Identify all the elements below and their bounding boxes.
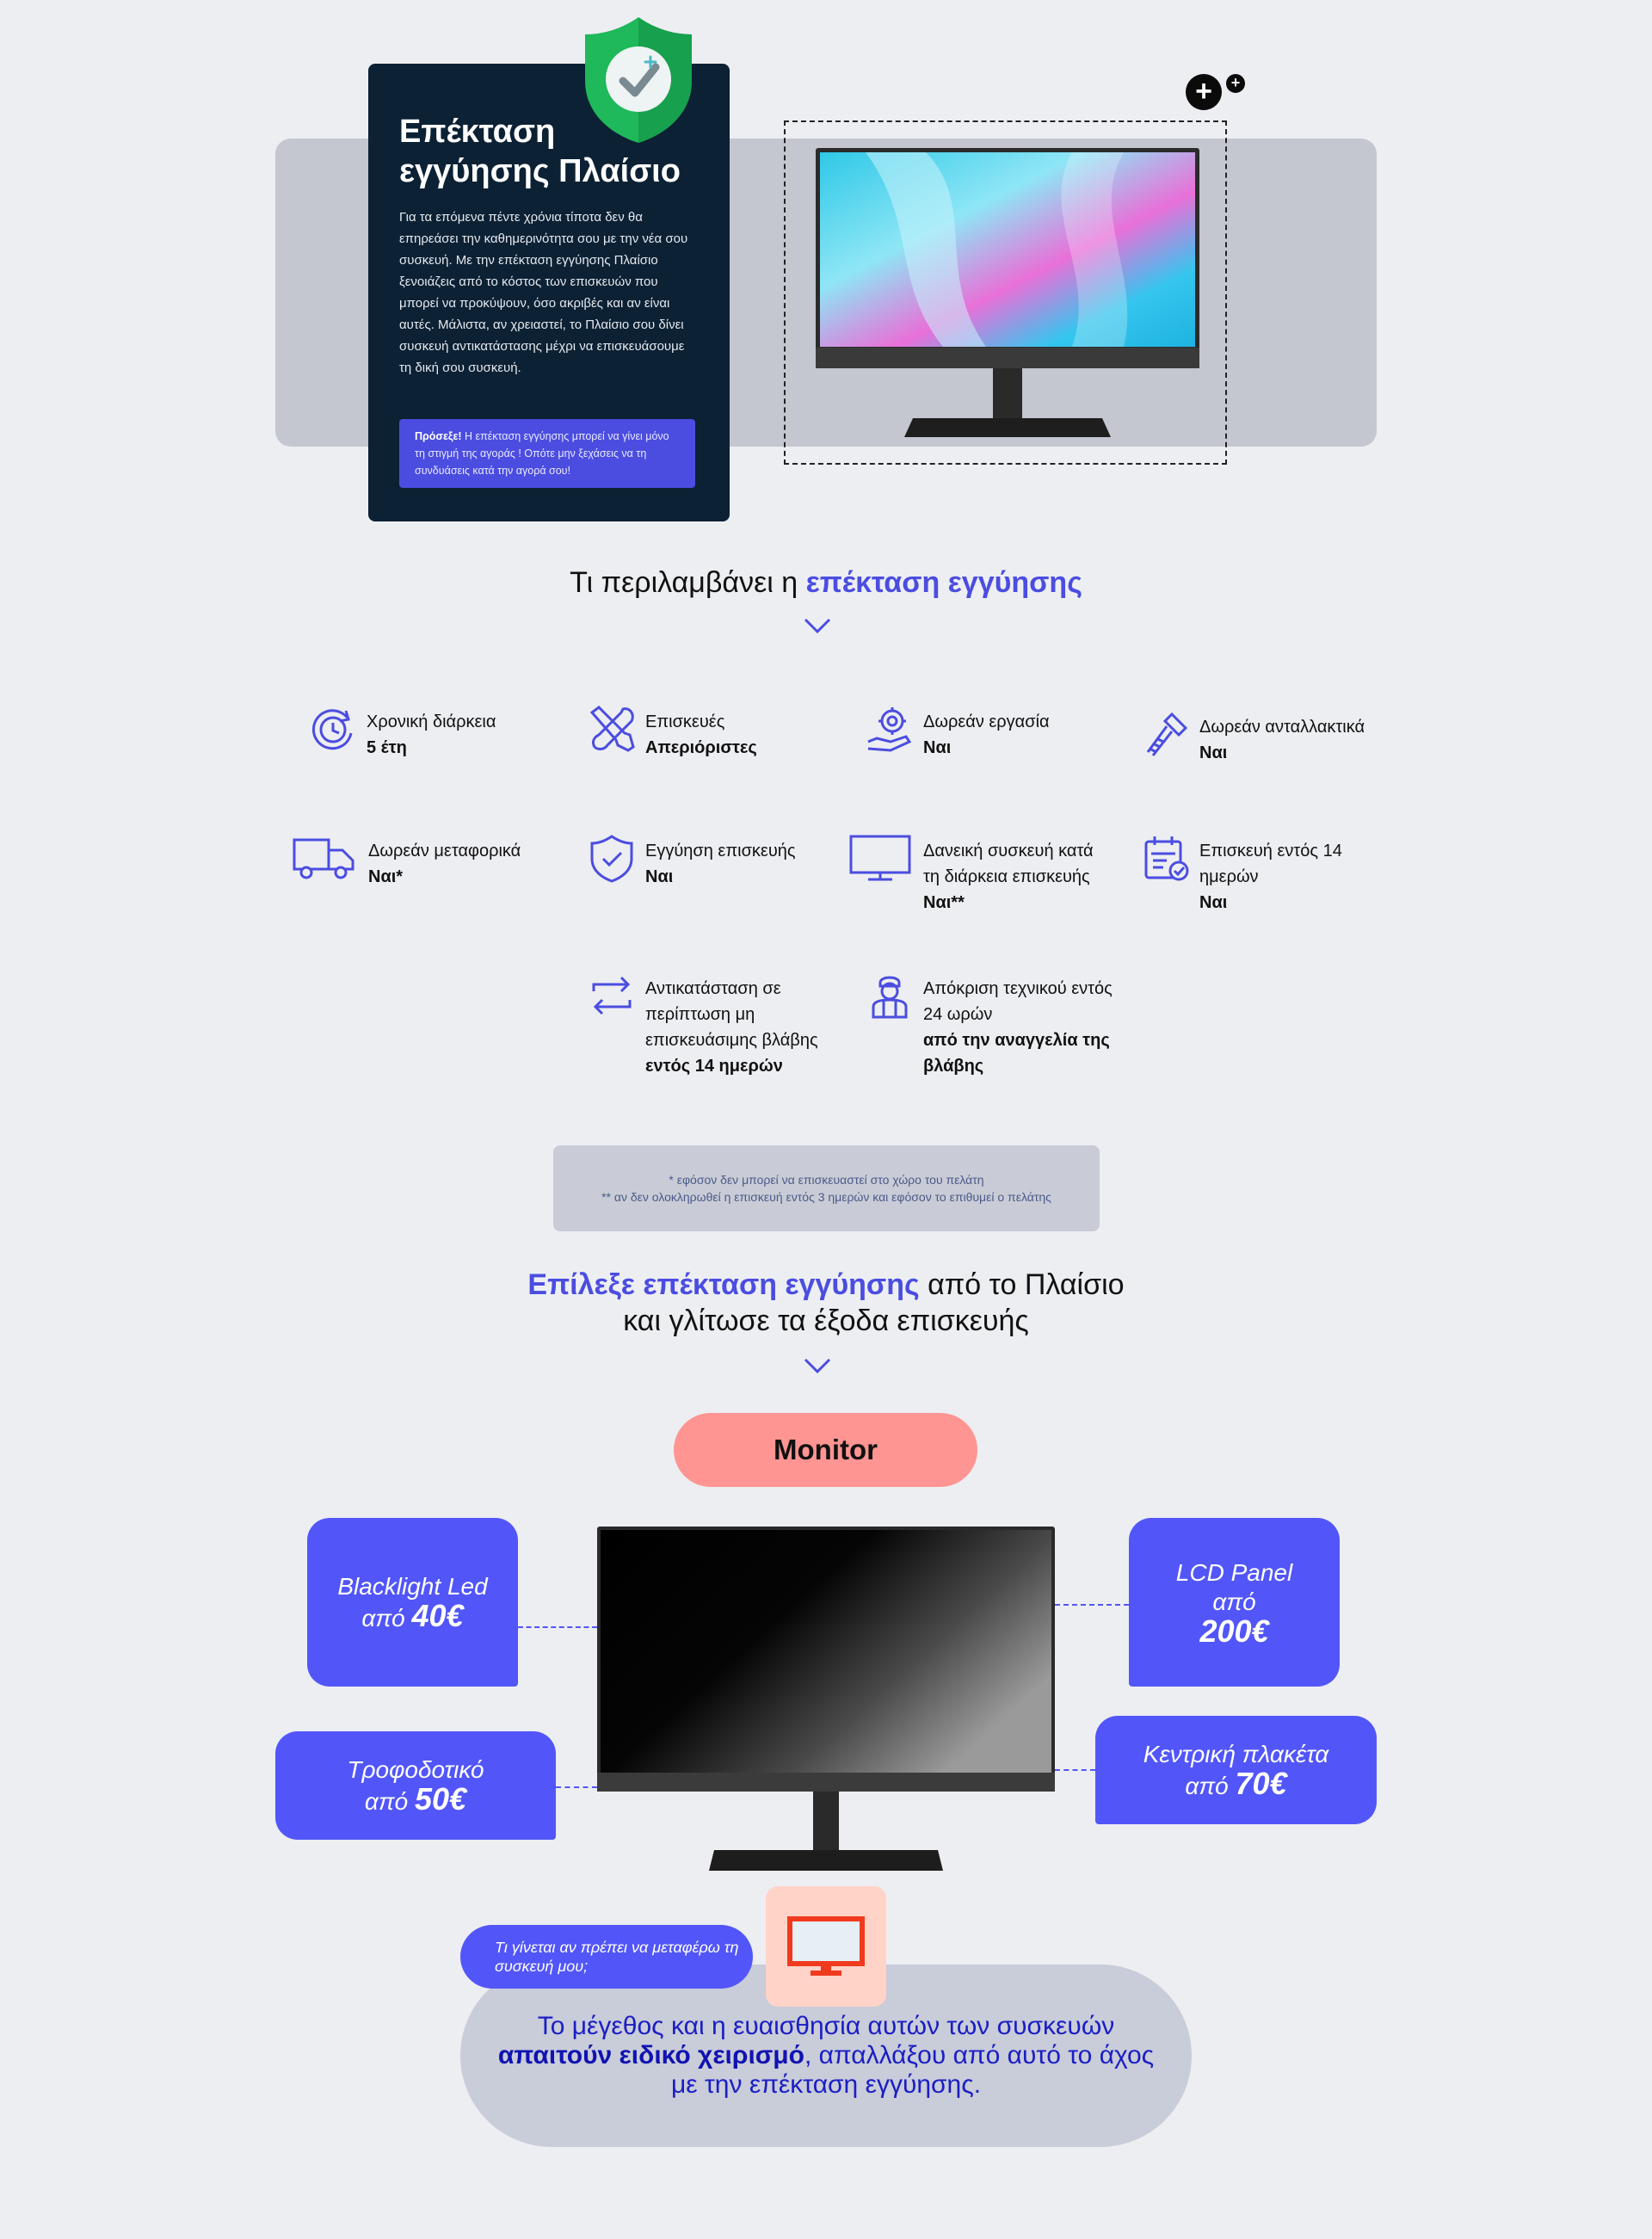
feature-value: Ναι*: [368, 867, 404, 886]
part-from: από: [1212, 1588, 1256, 1615]
plus-icon[interactable]: +: [1186, 74, 1222, 110]
tools-icon: [589, 706, 635, 752]
feature-label: Επισκευές: [645, 712, 725, 731]
chevron-down-icon: [804, 618, 831, 634]
choose-title-text: από το Πλαίσιο: [919, 1268, 1125, 1301]
feature-label: Δωρεάν ανταλλακτικά: [1199, 718, 1365, 737]
truck-icon: [293, 838, 354, 879]
notice-text: Η επέκταση εγγύησης μπορεί να γίνει μόνο…: [415, 430, 669, 477]
includes-title-accent: επέκταση εγγύησης: [805, 566, 1082, 599]
feature-value: από την αναγγελία της βλάβης: [923, 1031, 1110, 1076]
plus-small-icon[interactable]: +: [1226, 74, 1245, 93]
part-from: από: [1185, 1772, 1236, 1799]
transport-question-bubble: Τι γίνεται αν πρέπει να μεταφέρω τη συσκ…: [460, 1925, 753, 1989]
shield-check-icon: [590, 835, 633, 883]
connector-line: [518, 1626, 597, 1628]
includes-title: Τι περιλαμβάνει η επέκταση εγγύησης: [275, 564, 1377, 601]
transport-text-pre: Το μέγεθος και η ευαισθησία αυτών των συ…: [537, 2012, 1115, 2040]
choose-title-line2: και γλίτωσε τα έξοδα επισκευής: [623, 1305, 1029, 1337]
part-psu-bubble: Τροφοδοτικό από 50€: [275, 1731, 556, 1840]
monitor-product-image: [816, 148, 1199, 437]
part-name: Κεντρική πλακέτα: [1143, 1740, 1329, 1767]
feature-value: εντός 14 ημερών: [645, 1057, 783, 1076]
footnotes-box: * εφόσον δεν μπορεί να επισκευαστεί στο …: [553, 1145, 1100, 1231]
feature-label: Απόκριση τεχνικού εντός 24 ωρών: [923, 979, 1113, 1024]
feature-value: Ναι: [1199, 893, 1228, 912]
monitor-parts-image: [597, 1527, 1055, 1871]
gear-hand-icon: [867, 707, 912, 752]
feature-value: Ναι: [645, 867, 674, 886]
connector-line: [1055, 1604, 1129, 1606]
part-price: 50€: [415, 1780, 467, 1816]
product-image-frame: [784, 120, 1227, 465]
choose-title: Επίλεξε επέκταση εγγύησης από το Πλαίσιο…: [275, 1267, 1377, 1339]
feature-label: Επισκευή εντός 14 ημερών: [1199, 842, 1342, 886]
transport-text: Το μέγεθος και η ευαισθησία αυτών των συ…: [482, 2012, 1170, 2100]
part-name: Blacklight Led: [337, 1572, 488, 1600]
tv-tile: [766, 1886, 886, 2007]
part-lcd-bubble: LCD Panel από 200€: [1129, 1518, 1340, 1687]
feature-label: Χρονική διάρκεια: [367, 712, 496, 731]
choose-title-accent: Επίλεξε επέκταση εγγύησης: [527, 1268, 920, 1301]
footnote-1: * εφόσον δεν μπορεί να επισκευαστεί στο …: [669, 1173, 984, 1187]
part-name: Τροφοδοτικό: [347, 1755, 484, 1783]
technician-icon: [872, 976, 908, 1019]
screw-icon: [1146, 712, 1188, 756]
clock-refresh-icon: [311, 709, 353, 750]
connector-line: [556, 1786, 597, 1788]
part-from: από: [364, 1787, 415, 1815]
monitor-icon: [849, 835, 911, 881]
feature-value: Ναι: [1199, 743, 1228, 762]
hero-title: Επέκταση εγγύησης Πλαίσιο: [399, 114, 681, 189]
feature-label: Αντικατάσταση σε περίπτωση μη επισκευάσι…: [645, 979, 818, 1050]
transport-text-bold: απαιτούν ειδικό χειρισμό: [497, 2041, 804, 2069]
connector-line: [1055, 1769, 1095, 1771]
feature-value: 5 έτη: [367, 738, 407, 757]
warranty-info-card: Επέκταση εγγύησης Πλαίσιο Για τα επόμενα…: [368, 64, 730, 521]
purchase-notice: Πρόσεξε! Η επέκταση εγγύησης μπορεί να γ…: [399, 419, 695, 488]
feature-label: Δωρεάν μεταφορικά: [368, 842, 521, 860]
chevron-down-icon: [804, 1358, 831, 1374]
part-board-bubble: Κεντρική πλακέτα από 70€: [1095, 1716, 1377, 1824]
feature-value: Απεριόριστες: [645, 738, 757, 757]
part-from: από: [361, 1604, 412, 1631]
hero-body: Για τα επόμενα πέντε χρόνια τίποτα δεν θ…: [399, 210, 688, 375]
part-price: 200€: [1199, 1613, 1269, 1649]
shield-check-icon: [585, 17, 692, 143]
category-monitor-pill[interactable]: Monitor: [674, 1413, 977, 1487]
feature-value: Ναι: [923, 738, 952, 757]
swap-arrows-icon: [592, 976, 632, 1015]
calendar-check-icon: [1144, 836, 1189, 881]
feature-label: Δανεική συσκευή κατά τη διάρκεια επισκευ…: [923, 842, 1094, 886]
part-price: 70€: [1235, 1765, 1287, 1801]
feature-label: Εγγύηση επισκευής: [645, 842, 796, 860]
feature-value: Ναι**: [923, 893, 965, 912]
part-backlight-bubble: Blacklight Led από 40€: [307, 1518, 518, 1687]
part-price: 40€: [411, 1597, 464, 1633]
feature-label: Δωρεάν εργασία: [923, 712, 1050, 731]
transport-text-post: , απαλλάξου από αυτό το άχος με την επέκ…: [670, 2041, 1155, 2099]
notice-bold: Πρόσεξε!: [415, 430, 462, 442]
tv-icon: [787, 1916, 865, 1976]
part-name: LCD Panel: [1175, 1559, 1293, 1586]
includes-title-text: Τι περιλαμβάνει η: [570, 566, 806, 599]
footnote-2: ** αν δεν ολοκληρωθεί η επισκευή εντός 3…: [601, 1190, 1051, 1204]
